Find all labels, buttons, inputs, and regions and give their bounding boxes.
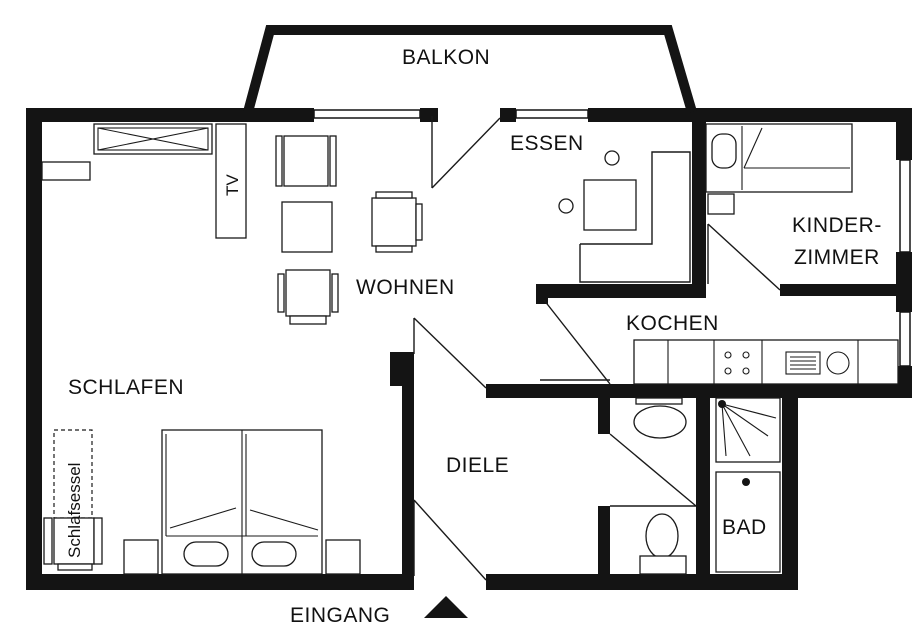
shower-icon (715, 397, 781, 463)
entrance-label: EINGANG (290, 604, 390, 627)
room-label-kinderzimmer-1: KINDER- (792, 214, 882, 237)
schlafsessel-label: Schlafsessel (65, 463, 84, 558)
chair-icon (277, 269, 339, 325)
chair-icon (275, 135, 337, 187)
dining-bench-icon (579, 151, 691, 283)
bathtub-icon (715, 471, 781, 573)
room-label-diele: DIELE (446, 454, 509, 477)
room-label-schlafen: SCHLAFEN (68, 376, 184, 399)
room-label-kinderzimmer-2: ZIMMER (794, 246, 880, 269)
stool-icon (604, 150, 620, 166)
room-label-essen: ESSEN (510, 132, 584, 155)
nightstand-icon (707, 193, 735, 215)
tv-cabinet: TV (215, 123, 247, 239)
room-label-kochen: KOCHEN (626, 312, 719, 335)
tv-label: TV (223, 174, 242, 196)
nightstand-icon (325, 539, 361, 575)
wardrobe-icon (93, 123, 213, 155)
dining-table-icon (583, 179, 637, 231)
room-label-bad: BAD (722, 516, 767, 539)
stool-icon (558, 198, 574, 214)
sink-icon (785, 351, 850, 375)
shelf-icon (41, 161, 91, 181)
windows (313, 109, 911, 367)
walls (26, 108, 912, 590)
nightstand-icon (123, 539, 159, 575)
washbasin-icon (633, 397, 687, 439)
sleeper-chair-icon: Schlafsessel (43, 429, 103, 571)
entrance-arrow-icon (424, 596, 468, 618)
table-icon (281, 201, 333, 253)
room-label-balkon: BALKON (402, 46, 490, 69)
door-swings (413, 116, 781, 581)
double-bed-icon (161, 429, 323, 575)
room-label-wohnen: WOHNEN (356, 276, 455, 299)
kitchen-counter (633, 339, 899, 385)
toilet-icon (639, 513, 687, 575)
balcony (243, 25, 697, 114)
chair-icon (371, 191, 423, 253)
stove-icon (724, 351, 750, 375)
bed-icon (705, 123, 853, 193)
